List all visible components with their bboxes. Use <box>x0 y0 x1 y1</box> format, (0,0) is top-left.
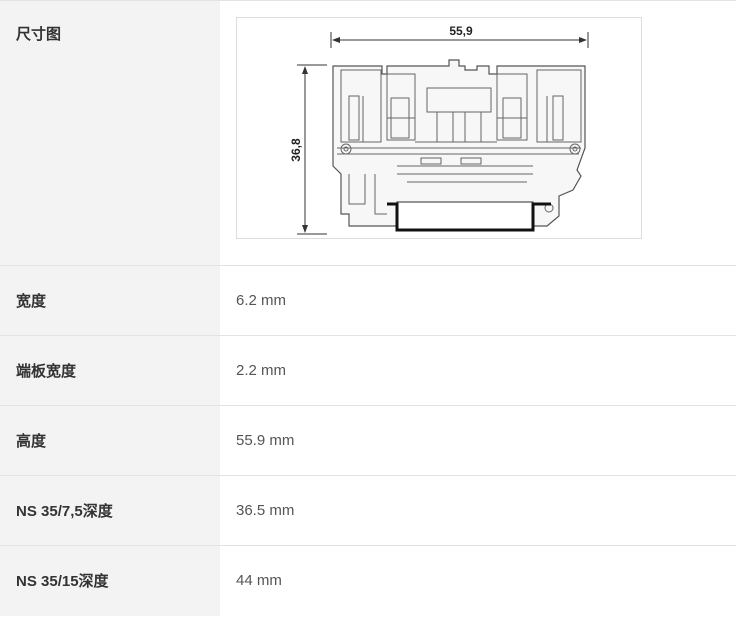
width-dimension-label: 55,9 <box>449 24 473 38</box>
spec-label: 宽度 <box>0 265 220 336</box>
spec-value: 36.5 mm <box>220 475 736 546</box>
terminal-block-drawing: 55,9 36,8 <box>289 24 589 235</box>
spec-drawing-cell: 55,9 36,8 <box>220 0 736 266</box>
spec-label: 高度 <box>0 405 220 476</box>
spec-row-depth-ns35-7-5: NS 35/7,5深度 36.5 mm <box>0 475 736 546</box>
spec-row-height: 高度 55.9 mm <box>0 405 736 476</box>
width-dimension-line <box>330 32 589 48</box>
spec-label: NS 35/7,5深度 <box>0 475 220 546</box>
spec-label: 尺寸图 <box>0 0 220 266</box>
din-rail <box>387 202 551 232</box>
spec-label: 端板宽度 <box>0 335 220 406</box>
dimension-drawing: 55,9 36,8 <box>236 17 642 239</box>
height-dimension-line <box>297 64 327 235</box>
terminal-details <box>337 69 582 215</box>
spec-value: 6.2 mm <box>220 265 736 336</box>
terminal-body <box>332 59 586 227</box>
spec-label: NS 35/15深度 <box>0 545 220 616</box>
spec-value: 55.9 mm <box>220 405 736 476</box>
height-dimension-label: 36,8 <box>289 138 303 162</box>
spec-value: 2.2 mm <box>220 335 736 406</box>
spec-value: 44 mm <box>236 572 282 590</box>
spec-row-width: 宽度 6.2 mm <box>0 265 736 336</box>
spec-row-dimension-drawing: 尺寸图 55,9 <box>0 0 736 266</box>
spec-row-end-cover-width: 端板宽度 2.2 mm <box>0 335 736 406</box>
spec-row-depth-ns35-15: NS 35/15深度 44 mm <box>0 545 736 616</box>
